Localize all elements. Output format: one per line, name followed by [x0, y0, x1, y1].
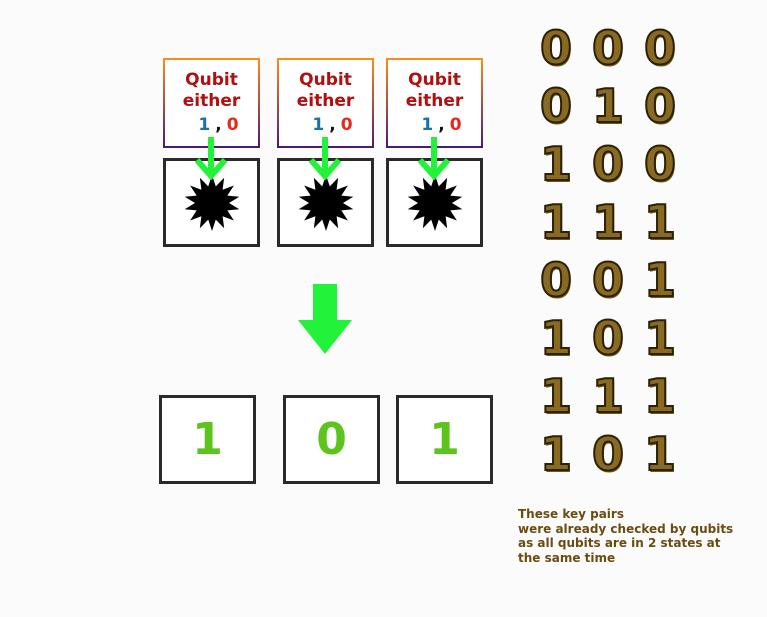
note-line: were already checked by qubits [518, 521, 734, 536]
state-zero: 0 [449, 115, 462, 135]
qubit-box-1: Qubit either 1,0 [163, 58, 260, 148]
arrow-down-icon [298, 284, 352, 354]
bit: 0 [591, 137, 625, 191]
explosion-burst-icon [407, 174, 462, 231]
arrow-down-icon [417, 137, 451, 180]
bit: 0 [643, 21, 677, 75]
qubit-box-3: Qubit either 1,0 [386, 58, 483, 148]
note-line: the same time [518, 550, 616, 565]
state-separator: , [215, 115, 222, 135]
bit: 1 [643, 427, 677, 481]
bit: 1 [643, 253, 677, 307]
qubit-label: Qubit either [296, 70, 355, 111]
state-zero: 0 [340, 115, 353, 135]
bit: 1 [539, 369, 573, 423]
qubit-states: 1,0 [165, 115, 258, 136]
measurement-box-2 [277, 158, 374, 247]
qubit-label: Qubit either [405, 70, 464, 111]
state-one: 1 [421, 115, 434, 135]
qubit-states: 1,0 [388, 115, 481, 136]
bit: 0 [643, 137, 677, 191]
state-separator: , [329, 115, 336, 135]
bit: 0 [539, 79, 573, 133]
bit: 1 [539, 137, 573, 191]
state-one: 1 [312, 115, 325, 135]
result-bit-box-1: 1 [159, 395, 256, 484]
state-one: 1 [198, 115, 211, 135]
bit: 0 [591, 311, 625, 365]
note-line: as all qubits are in 2 states at [518, 536, 721, 550]
bit: 1 [643, 311, 677, 365]
arrow-down-icon [308, 137, 342, 180]
bit: 1 [591, 195, 625, 249]
qubit-box-2: Qubit either 1,0 [277, 58, 374, 148]
state-separator: , [438, 115, 445, 135]
bit: 1 [591, 369, 625, 423]
result-bit-box-3: 1 [396, 395, 493, 484]
bit: 0 [539, 21, 573, 75]
note-line: These key pairs [518, 507, 624, 521]
arrow-down-icon [194, 137, 228, 180]
qubit-states: 1,0 [279, 115, 372, 136]
explanation-note: These key pairs were already checked by … [518, 507, 758, 565]
state-zero: 0 [226, 115, 239, 135]
bit: 1 [591, 79, 625, 133]
bit: 0 [643, 79, 677, 133]
bit: 1 [643, 369, 677, 423]
explosion-burst-icon [184, 174, 239, 231]
bit: 0 [591, 21, 625, 75]
bit: 1 [643, 195, 677, 249]
bit: 0 [539, 253, 573, 307]
explosion-burst-icon [298, 174, 353, 231]
bit: 1 [539, 427, 573, 481]
bit: 0 [591, 427, 625, 481]
bit: 1 [539, 311, 573, 365]
bit: 0 [591, 253, 625, 307]
bit: 1 [539, 195, 573, 249]
result-bit-box-2: 0 [283, 395, 380, 484]
qubit-label: Qubit either [182, 70, 241, 111]
